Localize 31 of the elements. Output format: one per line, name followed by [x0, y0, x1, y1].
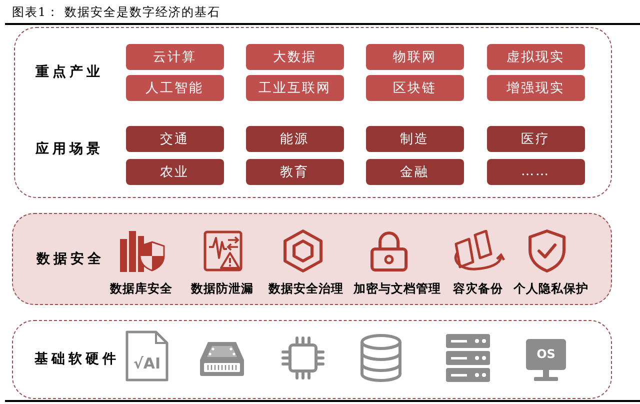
- figure-title: 图表1： 数据安全是数字经济的基石: [12, 4, 220, 21]
- category-box: 能源: [246, 126, 344, 152]
- screen-text: OS: [536, 348, 556, 360]
- panel-heading: 应用场景: [36, 140, 104, 158]
- category-box: 人工智能: [126, 74, 224, 100]
- category-box: 大数据: [246, 44, 344, 70]
- panel-heading: 基础软硬件: [34, 350, 120, 368]
- panel-heading: 重点产业: [36, 62, 104, 80]
- icon-caption: 加密与文档管理: [353, 282, 441, 296]
- category-box: 区块链: [366, 74, 464, 100]
- category-box: 交通: [126, 126, 224, 152]
- icon-caption: 数据安全治理: [268, 282, 344, 296]
- category-box: 金融: [366, 158, 464, 184]
- category-box: ……: [486, 158, 584, 184]
- panel-heading: 数据安全: [36, 250, 104, 268]
- category-box: 虚拟现实: [486, 44, 584, 70]
- category-box: 医疗: [486, 126, 584, 152]
- dashed-panel: [14, 27, 612, 198]
- category-box: 增强现实: [486, 74, 584, 100]
- icon-caption: 容灾备份: [453, 282, 503, 296]
- category-box: 云计算: [126, 44, 224, 70]
- category-box: 物联网: [366, 44, 464, 70]
- category-box: 教育: [246, 158, 344, 184]
- icon-caption: 个人隐私保护: [514, 282, 588, 296]
- category-box: 农业: [126, 158, 224, 184]
- dashed-panel: [12, 213, 612, 305]
- document-symbol-text: √AI: [133, 356, 161, 372]
- category-box: 制造: [366, 126, 464, 152]
- icon-caption: 数据防泄漏: [190, 282, 254, 296]
- category-box: 工业互联网: [246, 74, 344, 100]
- icon-caption: 数据库安全: [110, 282, 172, 296]
